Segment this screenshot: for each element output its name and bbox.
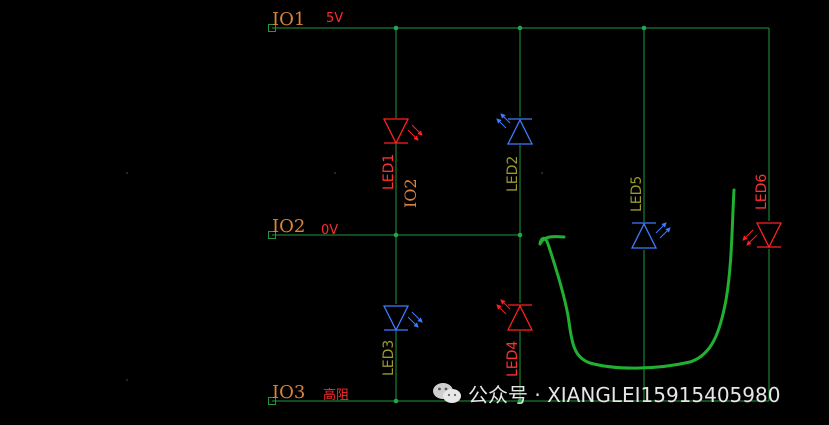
- led2-label: LED2: [505, 156, 521, 192]
- junction-dot: [393, 25, 399, 31]
- led3-label: LED3: [381, 340, 397, 376]
- junction-dot: [517, 232, 523, 238]
- junction-dot: [517, 398, 523, 404]
- io3-label: IO3: [272, 382, 305, 403]
- junction-dot: [641, 25, 647, 31]
- led1-symbol: [382, 118, 423, 145]
- led6-label: LED6: [754, 174, 770, 210]
- led4-label: LED4: [505, 341, 521, 377]
- led1-net-label: IO2: [401, 178, 420, 208]
- watermark-text: 公众号 · XIANGLEI15915405980: [468, 382, 781, 407]
- led3-symbol: [382, 304, 423, 332]
- led4-symbol: [496, 299, 534, 331]
- io1-label: IO1: [272, 9, 305, 30]
- led5-label: LED5: [629, 176, 645, 212]
- io2-voltage-label: 0V: [321, 223, 338, 238]
- led1-label: LED1: [381, 154, 397, 190]
- io-ports: [268, 24, 276, 405]
- watermark: 公众号 · XIANGLEI15915405980: [432, 380, 781, 407]
- io2-label: IO2: [272, 216, 305, 237]
- io2-port-icon: [268, 231, 276, 239]
- hand-drawn-annotation: [538, 188, 736, 370]
- io1-port-icon: [268, 24, 276, 32]
- led5-symbol: [630, 222, 671, 250]
- io3-voltage-label: 高阻: [323, 387, 349, 403]
- led2-symbol: [496, 113, 534, 145]
- junction-dot: [517, 25, 523, 31]
- wechat-icon: [433, 383, 461, 403]
- led6-symbol: [742, 221, 783, 249]
- junction-dot: [393, 398, 399, 404]
- io1-voltage-label: 5V: [326, 11, 343, 26]
- io3-port-icon: [268, 397, 276, 405]
- junctions: [393, 25, 647, 404]
- junction-dot: [393, 232, 399, 238]
- grid-dots: [126, 172, 543, 381]
